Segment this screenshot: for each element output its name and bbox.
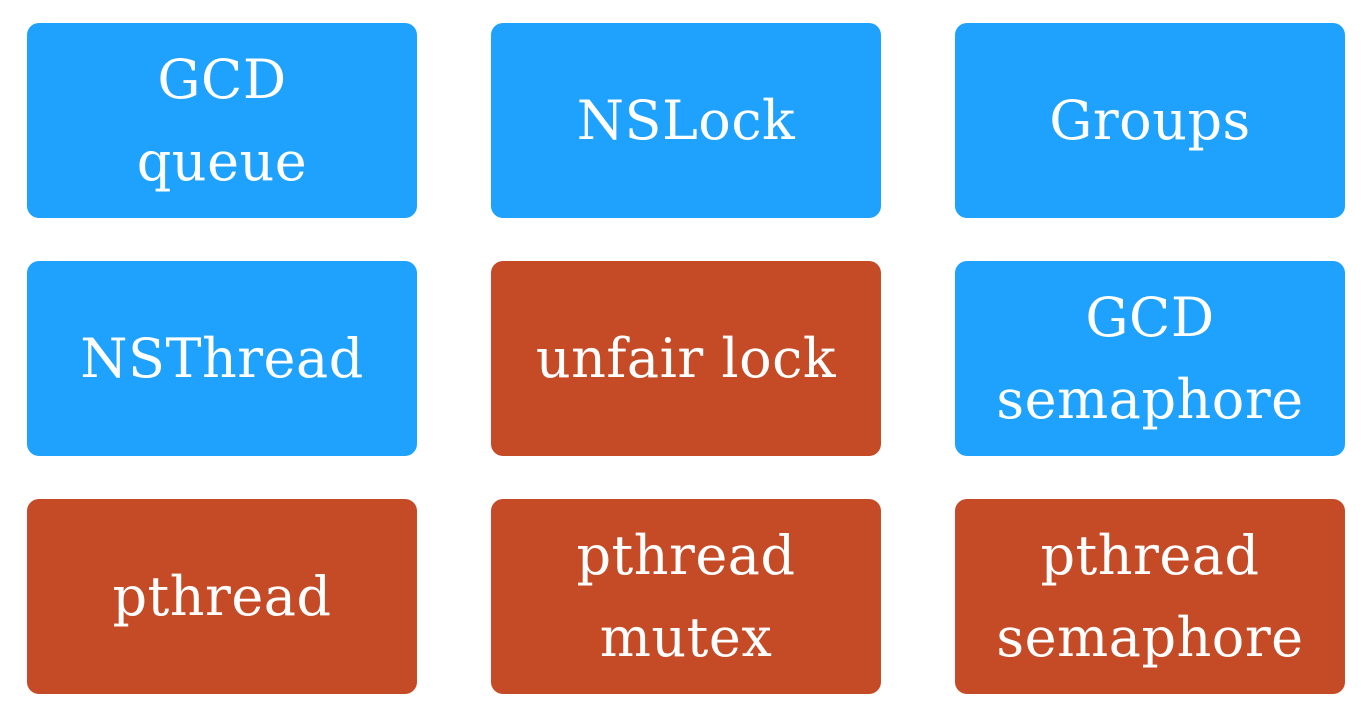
tile-label-line: Groups — [1049, 88, 1251, 152]
tile-label-line: semaphore — [996, 367, 1304, 431]
tile-groups: Groups — [955, 23, 1345, 218]
tile-label-line: NSLock — [576, 88, 796, 152]
tile-gcd-semaphore: GCD semaphore — [955, 261, 1345, 456]
tile-gcd-queue: GCD queue — [27, 23, 417, 218]
tile-label-line: pthread — [112, 564, 332, 628]
tile-pthread: pthread — [27, 499, 417, 694]
tile-label-line: GCD — [157, 47, 287, 111]
tile-label-line: pthread — [1040, 523, 1260, 587]
tile-label-line: unfair lock — [535, 326, 837, 390]
tile-nsthread: NSThread — [27, 261, 417, 456]
tile-label-line: NSThread — [80, 326, 364, 390]
tile-grid: GCD queue NSLock Groups NSThread unfair … — [27, 23, 1345, 694]
tile-nslock: NSLock — [491, 23, 881, 218]
tile-label-line: queue — [136, 129, 308, 193]
tile-pthread-mutex: pthread mutex — [491, 499, 881, 694]
tile-label-line: pthread — [576, 523, 796, 587]
tile-label-line: semaphore — [996, 605, 1304, 669]
tile-label-line: mutex — [599, 605, 773, 669]
tile-pthread-semaphore: pthread semaphore — [955, 499, 1345, 694]
tile-unfair-lock: unfair lock — [491, 261, 881, 456]
tile-label-line: GCD — [1085, 285, 1215, 349]
